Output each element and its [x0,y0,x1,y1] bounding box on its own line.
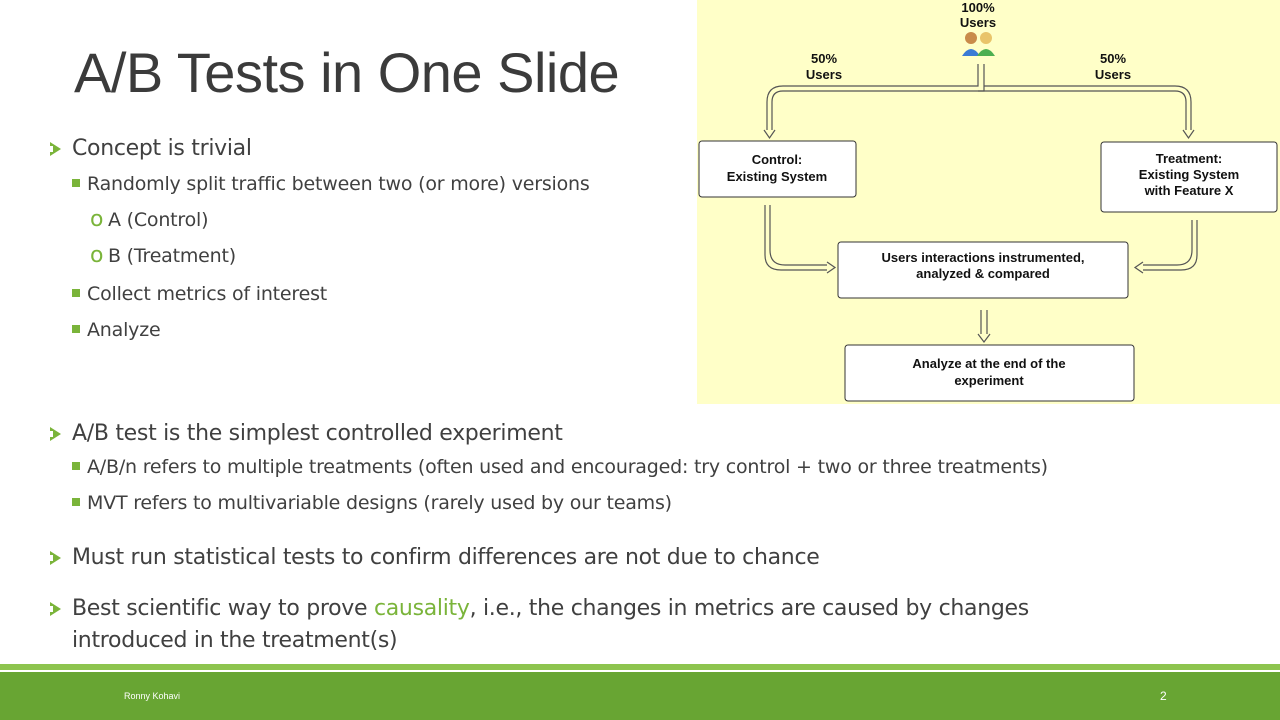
control-label-2: Existing System [727,169,827,184]
bullet-text: Randomly split traffic between two (or m… [87,173,590,195]
square-icon [72,498,80,506]
square-icon [72,325,80,333]
bullet-text: Concept is trivial [72,136,252,161]
merge-arrows [764,205,1198,343]
bullet-simplest: A/B test is the simplest controlled expe… [50,421,563,446]
treatment-box [1100,141,1278,213]
split-arrows [763,64,1195,140]
square-icon [72,289,80,297]
bullet-abn: A/B/n refers to multiple treatments (oft… [72,456,1048,478]
top-users-label: Users [960,15,996,30]
bullet-text-post: , i.e., the changes in metrics are cause… [469,596,1030,621]
bullet-text: A/B test is the simplest controlled expe… [72,421,563,446]
analyze-label-2: experiment [954,373,1024,388]
footer-author: Ronny Kohavi [124,691,181,701]
arrowhead-icon [50,427,61,441]
arrowhead-icon [50,551,61,565]
treatment-label-2: Existing System [1139,167,1239,182]
bullet-text: Must run statistical tests to confirm di… [72,545,820,570]
square-icon [72,179,80,187]
bullet-text: Best scientific way to prove causality, … [72,596,1029,621]
causality-highlight: causality [373,596,470,621]
instrumented-label-2: analyzed & compared [916,266,1050,281]
slide-title: A/B Tests in One Slide [74,41,620,104]
bullet-concept: Concept is trivial [50,136,252,161]
arrowhead-icon [50,602,61,616]
bullet-text: Analyze [87,319,161,341]
arrowhead-icon [50,142,61,156]
bullet-analyze: Analyze [72,319,161,341]
bullet-text: A (Control) [108,209,209,231]
control-label-1: Control: [752,152,803,167]
ab-test-diagram: 100% Users 50% Users 50% Users Control: … [697,0,1280,404]
bullet-mvt: MVT refers to multivariable designs (rar… [72,492,672,514]
footer-bar [0,672,1280,720]
control-box [698,140,857,198]
bullet-split: Randomly split traffic between two (or m… [72,173,590,195]
bullet-version-a: o A (Control) [90,207,209,232]
top-percent-label: 100% [961,0,995,15]
bullet-text: A/B/n refers to multiple treatments (oft… [87,456,1048,478]
treatment-label-3: with Feature X [1144,183,1234,198]
circle-bullet-icon: o [90,243,104,268]
treatment-label-1: Treatment: [1156,151,1222,166]
bullet-version-b: o B (Treatment) [90,243,236,268]
left-users-label: Users [806,67,842,82]
instrumented-label-1: Users interactions instrumented, [882,250,1085,265]
users-icon [962,32,995,56]
bullet-stat: Must run statistical tests to confirm di… [50,545,820,570]
page-number: 2 [1160,689,1167,703]
circle-bullet-icon: o [90,207,104,232]
bullet-text: Collect metrics of interest [87,283,328,305]
analyze-label-1: Analyze at the end of the [912,356,1065,371]
bullet-text: MVT refers to multivariable designs (rar… [87,492,672,514]
bullet-collect: Collect metrics of interest [72,283,327,305]
footer-accent-line [0,664,1280,670]
bullet-causality: Best scientific way to prove causality, … [50,596,1029,621]
bullet-text-pre: Best scientific way to prove [72,596,374,621]
right-users-label: Users [1095,67,1131,82]
left-percent-label: 50% [811,51,837,66]
analyze-box [844,344,1135,402]
instrumented-box [837,241,1129,299]
right-percent-label: 50% [1100,51,1126,66]
bullet-text: B (Treatment) [108,245,236,267]
square-icon [72,462,80,470]
bullet-causality-line2: introduced in the treatment(s) [72,628,398,653]
